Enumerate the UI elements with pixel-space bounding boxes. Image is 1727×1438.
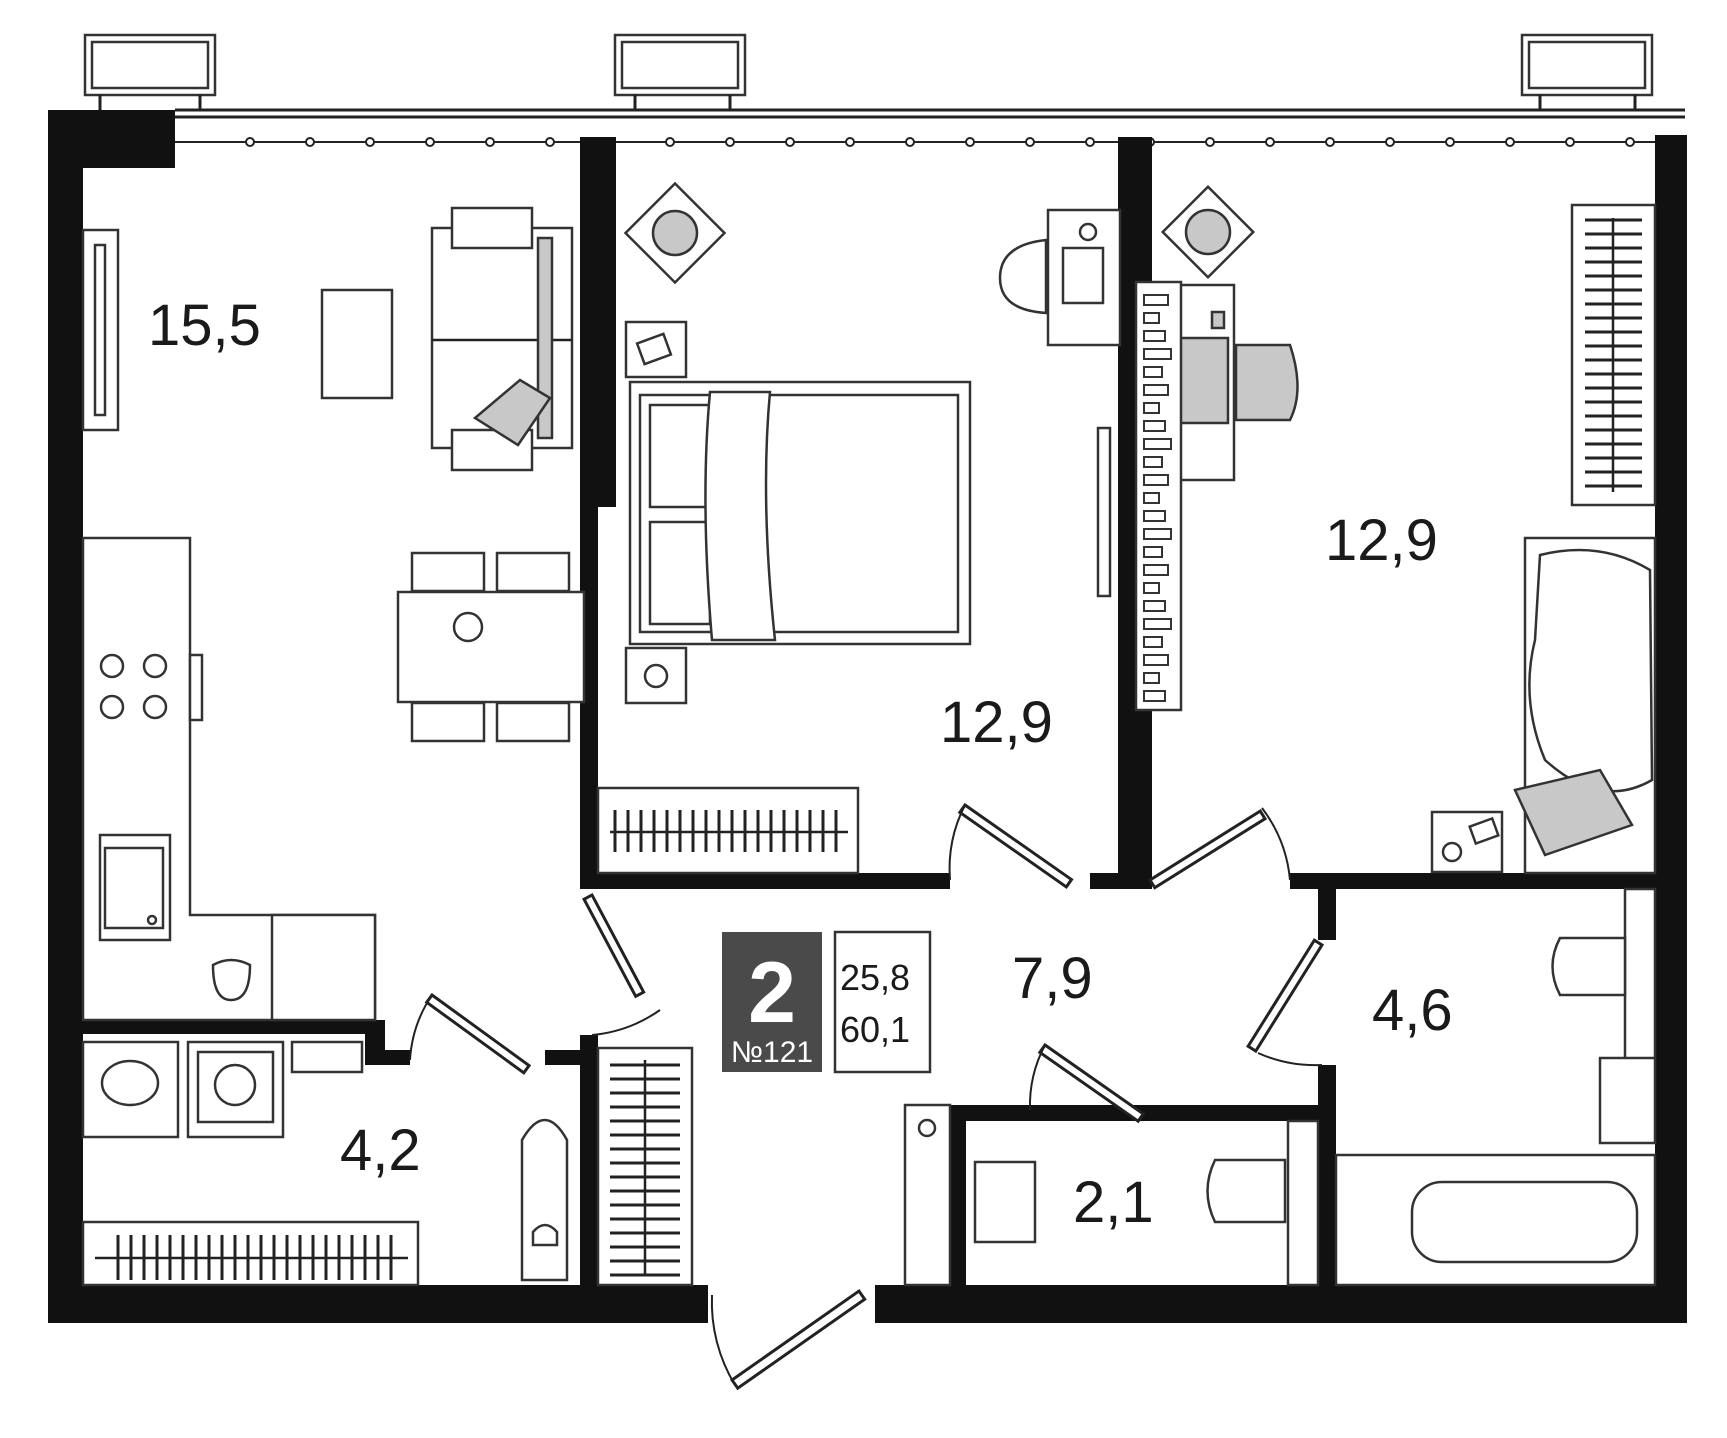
apartment-badge: 2 №121 25,8 60,1 bbox=[722, 930, 932, 1074]
book bbox=[1143, 420, 1166, 432]
dining-set bbox=[396, 551, 586, 743]
coffee-table bbox=[320, 288, 394, 400]
book bbox=[1143, 654, 1169, 666]
wardrobe-center bbox=[596, 786, 860, 875]
door-toilet bbox=[1028, 1042, 1146, 1124]
rooms-count: 2 bbox=[748, 945, 796, 1041]
book bbox=[1143, 438, 1172, 450]
tv-panel-center bbox=[1096, 426, 1112, 598]
walls bbox=[48, 110, 1687, 1323]
book bbox=[1143, 294, 1169, 306]
badge-area-box bbox=[833, 930, 932, 1074]
book bbox=[1143, 636, 1163, 648]
room-area-toilet: 2,1 bbox=[1073, 1170, 1154, 1235]
rail-bead bbox=[845, 137, 855, 147]
plant-center bbox=[623, 181, 727, 285]
rail-bead bbox=[1505, 137, 1515, 147]
entrance-door bbox=[710, 1289, 867, 1391]
rail-bead bbox=[425, 137, 435, 147]
window-top-left bbox=[83, 33, 217, 110]
rail-bead bbox=[665, 137, 675, 147]
book bbox=[1143, 690, 1166, 702]
book bbox=[1143, 474, 1169, 486]
book bbox=[1143, 330, 1166, 342]
single-bed bbox=[1513, 536, 1657, 875]
rail-bead bbox=[1085, 137, 1095, 147]
door-bathroom bbox=[1246, 938, 1325, 1067]
rail-bead bbox=[1385, 137, 1395, 147]
room-area-bathroom: 4,6 bbox=[1372, 978, 1453, 1043]
room-area-bedroom-right: 12,9 bbox=[1325, 508, 1438, 573]
rail-bead bbox=[245, 137, 255, 147]
door-bedroom-right bbox=[1147, 807, 1291, 890]
rail-bead bbox=[725, 137, 735, 147]
living-area: 25,8 bbox=[840, 957, 910, 998]
rail-bead bbox=[1265, 137, 1275, 147]
window-top-right bbox=[1520, 33, 1654, 110]
book bbox=[1143, 600, 1166, 612]
wardrobe-hall bbox=[596, 1046, 694, 1287]
rail-bead bbox=[1025, 137, 1035, 147]
room-area-living-kitchen: 15,5 bbox=[148, 293, 261, 358]
rail-bead bbox=[305, 137, 315, 147]
rail-bead bbox=[905, 137, 915, 147]
book bbox=[1143, 384, 1169, 396]
door-living bbox=[582, 892, 661, 1036]
ironing-board bbox=[520, 1118, 569, 1282]
rail-bead bbox=[965, 137, 975, 147]
sofa bbox=[430, 206, 574, 472]
rail-bead bbox=[365, 137, 375, 147]
rail-bead bbox=[1565, 137, 1575, 147]
door-bedroom-center bbox=[948, 802, 1074, 890]
rail-bead bbox=[1325, 137, 1335, 147]
bathroom-fixtures bbox=[1334, 887, 1657, 1287]
tv-wall-unit bbox=[81, 228, 120, 432]
book bbox=[1143, 672, 1160, 684]
window-top-center bbox=[613, 33, 747, 110]
nightstand-bottom bbox=[624, 646, 688, 705]
rail-bead bbox=[485, 137, 495, 147]
kitchen-counter bbox=[81, 536, 377, 1022]
nightstand-right bbox=[1430, 810, 1504, 874]
washing-machines bbox=[81, 1040, 364, 1139]
book bbox=[1143, 510, 1166, 522]
book bbox=[1143, 366, 1163, 378]
rail-bead bbox=[1445, 137, 1455, 147]
desk-center bbox=[998, 208, 1122, 347]
balcony-rail bbox=[175, 108, 1685, 147]
room-area-hallway: 7,9 bbox=[1012, 946, 1093, 1011]
double-bed bbox=[628, 380, 972, 646]
book bbox=[1143, 582, 1160, 594]
book bbox=[1143, 546, 1163, 558]
rail-bead bbox=[785, 137, 795, 147]
room-area-bedroom-center: 12,9 bbox=[940, 690, 1053, 755]
wardrobe-right bbox=[1570, 203, 1657, 507]
book bbox=[1143, 528, 1172, 540]
book bbox=[1143, 312, 1160, 324]
plant-right bbox=[1160, 184, 1256, 280]
bookshelf bbox=[1134, 280, 1183, 712]
nightstand-top bbox=[624, 320, 688, 379]
wardrobe-laundry bbox=[81, 1220, 420, 1287]
rail-bead bbox=[1625, 137, 1635, 147]
badge-background bbox=[722, 932, 822, 1072]
room-area-laundry: 4,2 bbox=[340, 1118, 421, 1183]
book bbox=[1143, 348, 1172, 360]
book bbox=[1143, 456, 1163, 468]
rail-bead bbox=[1205, 137, 1215, 147]
apartment-number: №121 bbox=[731, 1036, 813, 1069]
book bbox=[1143, 492, 1160, 504]
toilet-fixtures bbox=[903, 1103, 1320, 1287]
book bbox=[1143, 618, 1172, 630]
total-area: 60,1 bbox=[840, 1009, 910, 1050]
book bbox=[1143, 564, 1169, 576]
book bbox=[1143, 402, 1160, 414]
rail-bead bbox=[545, 137, 555, 147]
door-laundry bbox=[409, 992, 532, 1075]
doors bbox=[409, 802, 1325, 1391]
